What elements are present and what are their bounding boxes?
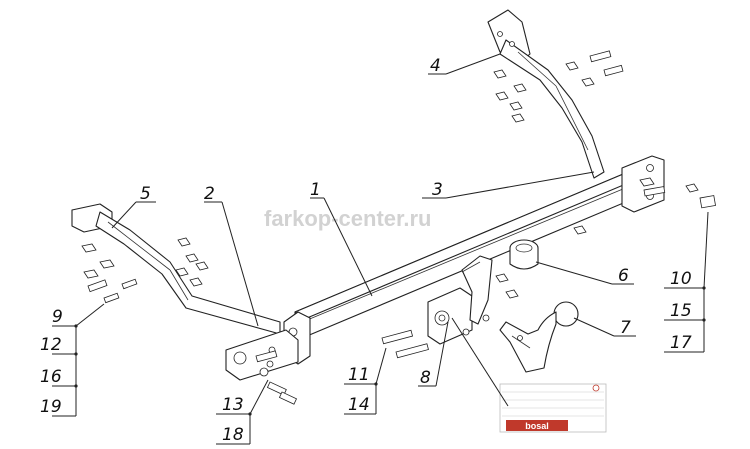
callout-11: 11 (348, 365, 370, 385)
brand-badge (506, 420, 568, 431)
leader-lines (52, 53, 709, 445)
callout-2: 2 (204, 184, 215, 204)
callout-4: 4 (430, 56, 441, 76)
callout-19: 19 (40, 397, 62, 417)
callout-3: 3 (432, 180, 443, 200)
ball-cap (509, 239, 539, 270)
callout-6: 6 (618, 266, 629, 286)
callout-labels: 1 2 3 4 5 6 7 8 9 10 11 12 13 14 15 16 1… (40, 56, 692, 445)
product-label: bosal (499, 383, 607, 433)
callout-18: 18 (222, 425, 244, 445)
callout-8: 8 (420, 368, 431, 388)
callout-16: 16 (40, 367, 62, 387)
callout-15: 15 (670, 301, 692, 321)
callout-10: 10 (670, 269, 692, 289)
callout-7: 7 (620, 318, 631, 338)
right-bracket (487, 9, 605, 179)
brand-text: bosal (525, 421, 549, 431)
callout-13: 13 (222, 395, 244, 415)
tow-ball (499, 301, 579, 373)
callout-12: 12 (40, 335, 62, 355)
socket-plate (427, 255, 493, 345)
callout-5: 5 (140, 184, 151, 204)
callout-9: 9 (52, 307, 63, 327)
fasteners (81, 50, 716, 405)
callout-1: 1 (310, 180, 321, 200)
watermark-text: farkop-center.ru (264, 206, 432, 231)
callout-17: 17 (670, 333, 692, 353)
callout-14: 14 (348, 395, 370, 415)
